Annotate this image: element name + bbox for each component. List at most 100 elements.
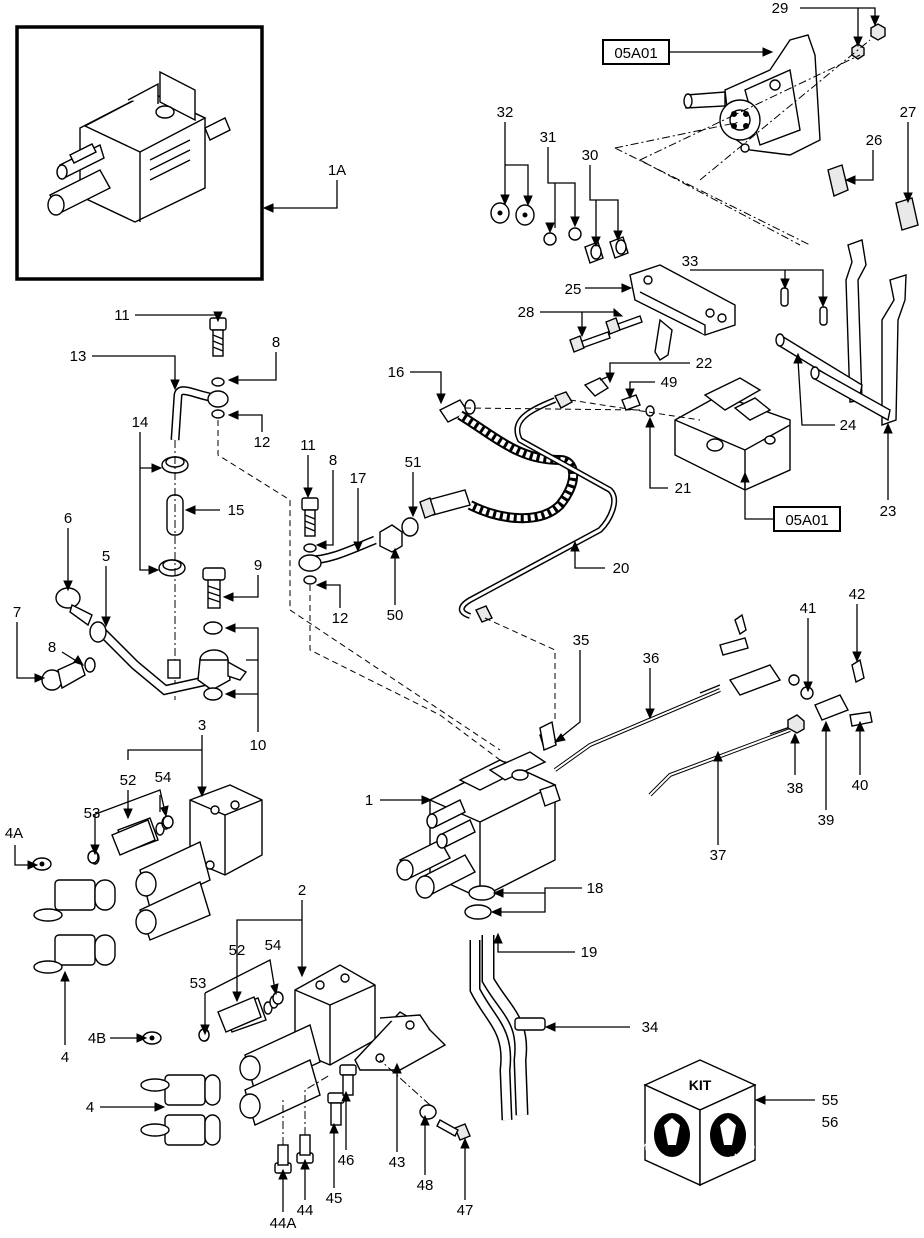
parts-50-51-nuts — [379, 517, 419, 553]
callout-3: 3 — [198, 717, 206, 734]
parts-23-24-levers — [775, 239, 907, 426]
parts-30-32-bushings — [490, 202, 629, 264]
callout-4-upper: 4 — [61, 1049, 69, 1066]
callout-19: 19 — [581, 944, 598, 961]
part-43-plate — [354, 1011, 447, 1071]
reference-box-top: 05A01 — [602, 39, 774, 65]
callout-31: 31 — [540, 129, 557, 146]
callout-2: 2 — [298, 882, 306, 899]
callout-13: 13 — [70, 348, 87, 365]
callout-39: 39 — [818, 812, 835, 829]
callout-15: 15 — [228, 502, 245, 519]
callout-50: 50 — [387, 607, 404, 624]
callout-1A: 1A — [328, 162, 346, 179]
kit-label: KIT — [689, 1077, 712, 1093]
callout-28: 28 — [518, 304, 535, 321]
callout-48: 48 — [417, 1177, 434, 1194]
callout-43: 43 — [389, 1154, 406, 1171]
callout-34: 34 — [642, 1019, 659, 1036]
callout-16: 16 — [388, 364, 405, 381]
callout-10: 10 — [250, 737, 267, 754]
assembly-guide-lines-left — [217, 420, 501, 761]
callout-12-mid: 12 — [332, 610, 349, 627]
callout-4B: 4B — [88, 1030, 106, 1047]
assembly-guide-lines-mid — [464, 399, 701, 720]
callout-1: 1 — [365, 792, 373, 809]
parts-5-10-fittings — [41, 567, 248, 701]
part-13-tube — [158, 317, 229, 700]
callout-52-lower: 52 — [229, 942, 246, 959]
callout-4-lower: 4 — [86, 1099, 94, 1116]
callout-53-lower: 53 — [190, 975, 207, 992]
callout-26: 26 — [866, 132, 883, 149]
callout-20: 20 — [613, 560, 630, 577]
reference-box-mid: 05A01 — [740, 471, 841, 532]
assembly-guide-lines-top — [614, 39, 871, 246]
callout-49: 49 — [661, 374, 678, 391]
callout-35: 35 — [573, 632, 590, 649]
callout-17: 17 — [350, 470, 367, 487]
part-20-tube — [458, 391, 618, 623]
callout-23: 23 — [880, 503, 897, 520]
callout-32: 32 — [497, 104, 514, 121]
part-25-bracket — [629, 264, 736, 361]
callout-46: 46 — [338, 1152, 355, 1169]
callout-44A: 44A — [270, 1215, 297, 1232]
callout-9: 9 — [254, 557, 262, 574]
callout-6: 6 — [64, 510, 72, 527]
part-4-couplers — [32, 857, 221, 1146]
parts-26-27-knobs — [827, 164, 919, 231]
callout-54-upper: 54 — [155, 769, 172, 786]
callout-30: 30 — [582, 147, 599, 164]
callout-52-upper: 52 — [120, 772, 137, 789]
part-16-hose — [419, 399, 579, 524]
top-bracket-casting — [683, 34, 821, 156]
reference-label-top: 05A01 — [614, 45, 657, 62]
callout-5: 5 — [102, 548, 110, 565]
parts-36-37-rods — [553, 684, 791, 797]
callout-41: 41 — [800, 600, 817, 617]
mid-support-casting — [674, 377, 791, 491]
part-35-elbow — [539, 720, 557, 751]
callout-21: 21 — [675, 480, 692, 497]
part-1-control-valve — [396, 729, 561, 899]
callout-37: 37 — [710, 847, 727, 864]
callout-11-upper: 11 — [114, 307, 130, 324]
part-2-valve-section — [200, 964, 376, 1126]
inset-detail-box — [15, 25, 264, 281]
kit-box: KIT NEW HOLLAND NEW HOLLAND — [641, 1059, 757, 1187]
callout-25: 25 — [565, 281, 582, 298]
callout-38: 38 — [787, 780, 804, 797]
callout-18: 18 — [587, 880, 604, 897]
callout-8-upper: 8 — [272, 334, 280, 351]
callout-42: 42 — [849, 586, 866, 603]
parts-18-19-34-hose — [464, 885, 546, 1121]
callout-11-mid: 11 — [300, 437, 316, 454]
callout-51: 51 — [405, 454, 422, 471]
callout-33: 33 — [682, 253, 699, 270]
callout-44: 44 — [297, 1202, 314, 1219]
callout-8-mid: 8 — [329, 452, 337, 469]
callout-numbers: 1A 29 32 31 30 26 27 33 25 28 24 23 22 4… — [5, 0, 917, 1232]
parts-38-42-clevis — [719, 613, 873, 734]
callout-24: 24 — [840, 417, 857, 434]
callout-29: 29 — [772, 0, 789, 17]
callout-53-upper: 53 — [84, 805, 101, 822]
part-33-pins — [780, 287, 828, 326]
callout-54-lower: 54 — [265, 937, 282, 954]
inset-valve-drawing — [47, 70, 231, 223]
part-17-tube — [298, 497, 377, 585]
callout-55: 55 — [822, 1092, 839, 1109]
callout-22: 22 — [696, 355, 713, 372]
callout-40: 40 — [852, 777, 869, 794]
callout-8-left: 8 — [48, 639, 56, 656]
callout-47: 47 — [457, 1202, 474, 1219]
callout-4A: 4A — [5, 825, 23, 842]
part-3-valve-section — [90, 784, 263, 941]
leader-lines — [14, 7, 913, 1212]
callout-27: 27 — [900, 104, 917, 121]
callout-56: 56 — [822, 1114, 839, 1131]
part-28-bolts — [569, 315, 643, 353]
callout-14: 14 — [132, 414, 149, 431]
